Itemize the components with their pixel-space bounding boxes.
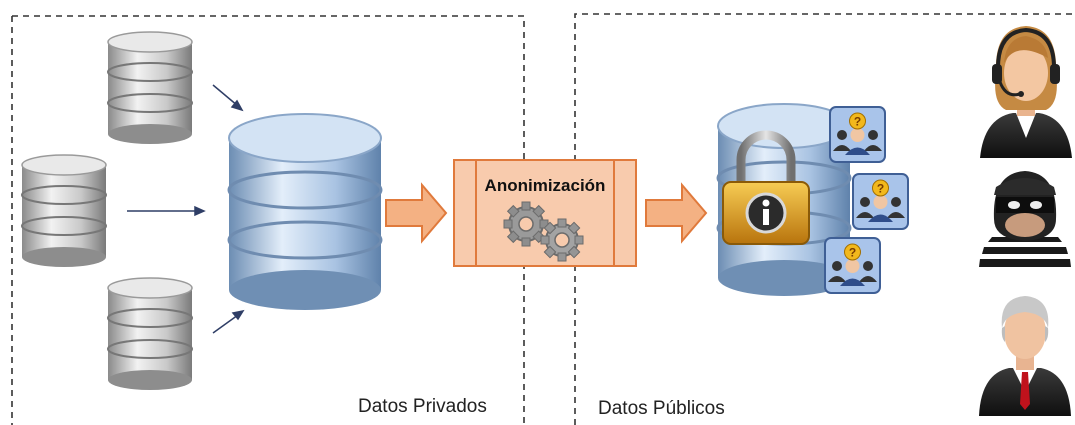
source-database-icon-3: [107, 277, 193, 390]
svg-text:?: ?: [849, 246, 856, 260]
svg-text:?: ?: [854, 115, 861, 129]
flow-arrow-1: [385, 182, 448, 244]
svg-text:?: ?: [877, 182, 884, 196]
lock-icon: [722, 130, 810, 245]
unknown-person-badge-1: ?: [829, 106, 886, 163]
anonymization-process-box: [453, 159, 637, 267]
thief-icon: [978, 171, 1072, 271]
process-title: Anonimización: [484, 176, 606, 195]
unknown-person-badge-2: ?: [852, 173, 909, 230]
central-database-icon: [227, 113, 383, 310]
operator-headset-icon: [980, 26, 1072, 158]
private-region-label: Datos Privados: [358, 396, 487, 417]
public-region-border: [574, 13, 1075, 425]
source-arrow-1: [212, 84, 244, 112]
source-database-icon-1: [107, 31, 193, 144]
source-database-icon-2: [21, 154, 107, 267]
businessman-icon: [979, 296, 1071, 416]
private-region-border: [11, 15, 525, 425]
flow-arrow-2: [645, 182, 708, 244]
source-arrow-2: [127, 205, 206, 217]
gears-icon: [503, 201, 584, 262]
unknown-person-badge-3: ?: [824, 237, 881, 294]
source-arrow-3: [212, 309, 245, 334]
public-region-label: Datos Públicos: [598, 398, 725, 419]
